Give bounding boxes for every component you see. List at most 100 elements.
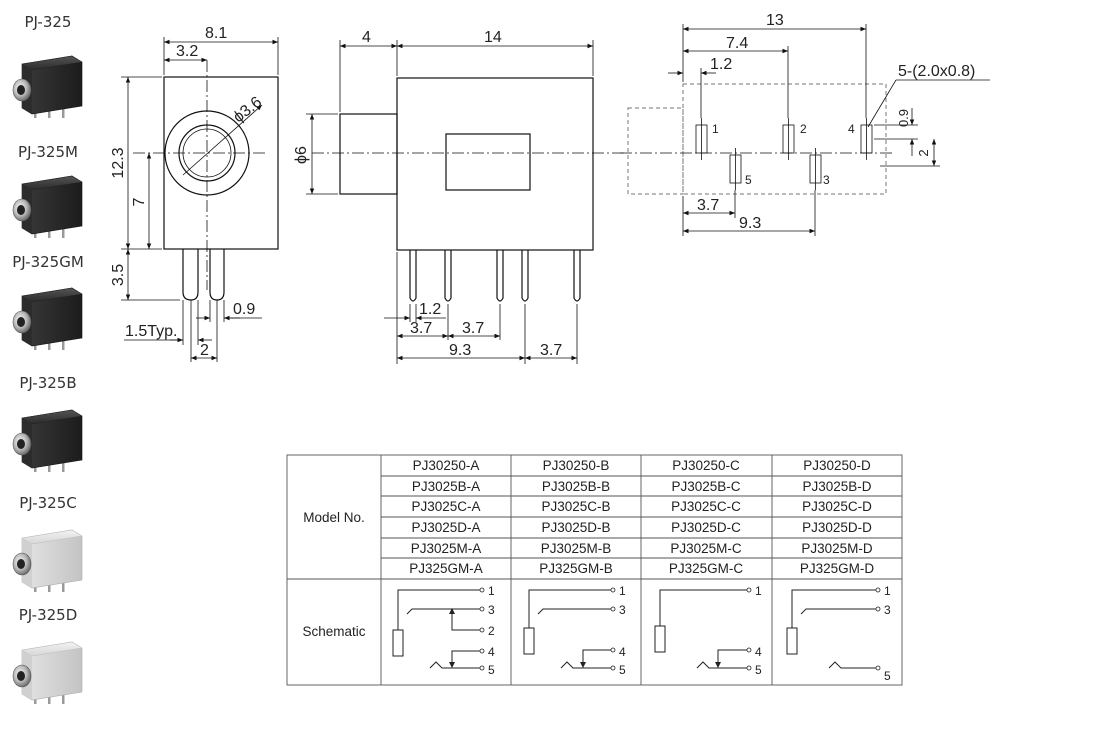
dim-fp-offset: 1.2 xyxy=(710,56,732,73)
side-pins xyxy=(409,250,581,302)
variant-3: PJ-325GM xyxy=(12,253,84,350)
footprint-nose-outline xyxy=(627,107,684,195)
variant-label: PJ-325GM xyxy=(12,253,84,271)
jack-inner-ring xyxy=(178,124,236,182)
sch-a-pin-2: 2 xyxy=(488,624,495,638)
sch-d-pin-1: 1 xyxy=(884,584,891,598)
side-body-outline xyxy=(396,77,594,251)
sch-c-pin-5: 5 xyxy=(755,663,762,677)
sch-b-pin-1: 1 xyxy=(619,584,626,598)
model-cell: PJ3025C-A xyxy=(411,499,480,514)
side-view: 4 14 ϕ6 1.2 3.7 3.7 9.3 3.7 xyxy=(293,29,625,364)
model-cell: PJ3025D-B xyxy=(541,520,610,535)
variant-label: PJ-325D xyxy=(19,606,78,624)
table-frame xyxy=(286,454,903,686)
model-cell: PJ3025M-C xyxy=(670,541,742,556)
pin-label-2: 2 xyxy=(800,122,807,136)
dim-front-pin-width: 0.9 xyxy=(233,301,255,318)
schematic-d: 1 3 5 xyxy=(786,584,891,683)
model-cell: PJ3025M-D xyxy=(801,541,873,556)
table-header-schematic: Schematic xyxy=(302,624,365,639)
jack-photo-icon xyxy=(12,175,83,238)
variant-2: PJ-325M xyxy=(12,143,83,238)
model-cell: PJ325GM-D xyxy=(800,561,875,576)
dim-front-height: 12.3 xyxy=(110,147,127,178)
dim-front-width: 8.1 xyxy=(205,25,227,42)
dim-side-pin-offset: 1.2 xyxy=(419,301,441,318)
sch-c-pin-4: 4 xyxy=(755,645,762,659)
sch-b-pin-4: 4 xyxy=(619,645,626,659)
variant-label: PJ-325B xyxy=(19,374,76,392)
dim-front-pin-spacing: 2 xyxy=(200,342,209,359)
model-cell: PJ325GM-A xyxy=(409,561,483,576)
model-cell: PJ3025C-D xyxy=(802,499,872,514)
schematic-c: 1 4 5 xyxy=(654,584,762,677)
front-view: 8.1 3.2 ϕ3.6 12.3 7 3.5 0.9 1.5Typ. xyxy=(110,25,279,362)
pin-label-1: 1 xyxy=(712,122,719,136)
sch-a-pin-1: 1 xyxy=(488,584,495,598)
pin-label-4: 4 xyxy=(848,122,855,136)
variant-5: PJ-325C xyxy=(12,494,83,592)
footprint-body-outline xyxy=(682,83,887,195)
dim-fp-row-a: 0.9 xyxy=(896,109,911,127)
variant-6: PJ-325D xyxy=(12,606,83,704)
model-cell: PJ30250-C xyxy=(672,458,740,473)
side-window xyxy=(445,133,531,191)
model-cell: PJ3025B-A xyxy=(412,479,480,494)
sch-b-pin-3: 3 xyxy=(619,603,626,617)
dim-side-span: 9.3 xyxy=(449,342,471,359)
sch-a-pin-4: 4 xyxy=(488,645,495,659)
dim-side-nose-dia: ϕ6 xyxy=(293,146,310,164)
sch-d-pin-5: 5 xyxy=(884,669,891,683)
front-body-outline xyxy=(163,76,279,250)
jack-photo-icon xyxy=(12,641,83,704)
variant-label: PJ-325M xyxy=(18,143,78,161)
variant-1: PJ-325 xyxy=(12,13,83,118)
dim-front-pin-typ: 1.5Typ. xyxy=(125,323,177,340)
model-cell: PJ3025B-D xyxy=(802,479,871,494)
dim-fp-total: 13 xyxy=(766,12,784,29)
schematic-b: 1 3 4 5 xyxy=(523,584,626,677)
dim-side-pitch-a: 3.7 xyxy=(410,320,432,337)
sch-d-pin-3: 3 xyxy=(884,603,891,617)
table-header-model: Model No. xyxy=(303,510,365,525)
front-pin-right xyxy=(209,249,225,301)
model-cell: PJ30250-A xyxy=(413,458,480,473)
sch-a-pin-5: 5 xyxy=(488,663,495,677)
dim-front-offset: 3.2 xyxy=(176,43,198,60)
dim-fp-row-b: 2 xyxy=(916,149,931,156)
pin-label-5: 5 xyxy=(745,173,752,187)
model-cell: PJ3025D-A xyxy=(411,520,480,535)
dim-front-pin-length: 3.5 xyxy=(110,264,127,286)
schematic-a: 1 3 2 4 5 xyxy=(392,584,495,677)
model-cell: PJ3025M-A xyxy=(411,541,482,556)
model-cell: PJ325GM-B xyxy=(539,561,613,576)
sch-a-pin-3: 3 xyxy=(488,603,495,617)
side-nose-outline xyxy=(339,113,398,195)
jack-photo-icon xyxy=(12,287,83,350)
variant-label: PJ-325 xyxy=(25,13,72,31)
model-cell: PJ3025D-D xyxy=(802,520,872,535)
dim-front-center: 7 xyxy=(131,197,148,206)
dim-side-pitch-b: 3.7 xyxy=(462,320,484,337)
jack-photo-icon xyxy=(12,55,83,118)
jack-photo-icon xyxy=(12,529,83,592)
model-cell: PJ3025M-B xyxy=(541,541,612,556)
pin-label-3: 3 xyxy=(823,173,830,187)
dim-side-nose: 4 xyxy=(362,29,371,46)
variant-label: PJ-325C xyxy=(19,494,76,512)
model-cell: PJ3025C-B xyxy=(541,499,610,514)
dim-fp-span-b: 9.3 xyxy=(739,215,761,232)
model-cell: PJ3025C-C xyxy=(671,499,741,514)
model-cell: PJ3025B-B xyxy=(542,479,610,494)
variant-4: PJ-325B xyxy=(12,374,83,472)
model-cell: PJ30250-D xyxy=(803,458,871,473)
dim-side-pitch-c: 3.7 xyxy=(540,342,562,359)
model-cell: PJ3025B-C xyxy=(671,479,740,494)
sch-b-pin-5: 5 xyxy=(619,663,626,677)
dim-side-body: 14 xyxy=(484,29,502,46)
